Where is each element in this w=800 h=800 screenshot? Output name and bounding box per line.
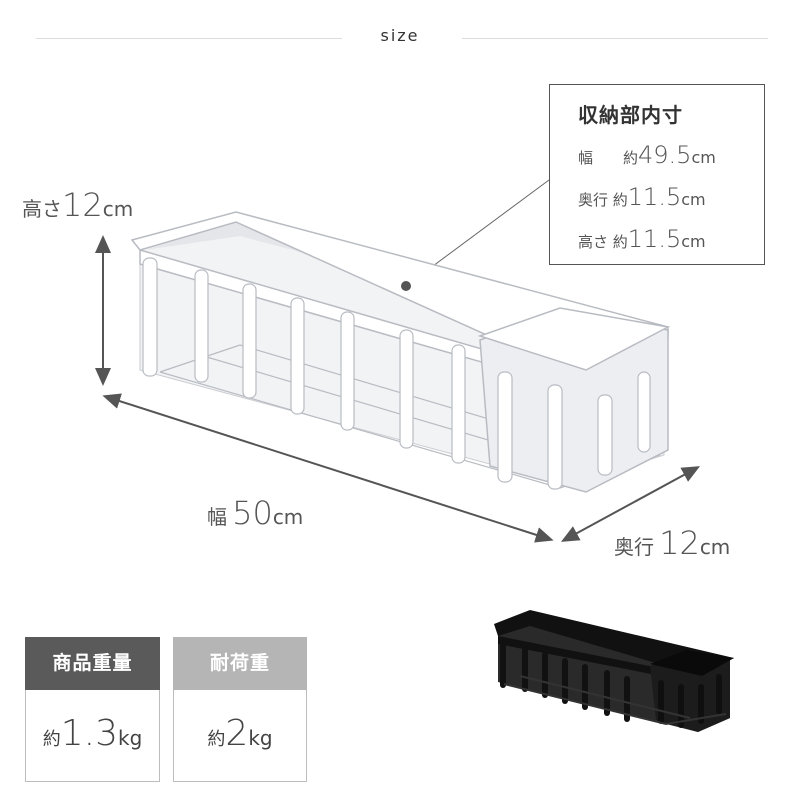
depth-label-jp: 奥行 — [614, 535, 654, 559]
inner-row-value: 11.5 — [627, 183, 682, 211]
load-capacity-card: 耐荷重 約2kg — [173, 637, 307, 782]
inner-row-label: 幅 約 — [578, 149, 639, 167]
load-capacity-value-box: 約2kg — [173, 690, 307, 782]
section-header: size — [0, 22, 800, 56]
height-value: 12 — [62, 186, 103, 224]
product-weight-prefix: 約 — [42, 729, 61, 750]
product-weight-heading: 商品重量 — [25, 637, 160, 690]
width-label: 幅 50cm — [207, 494, 303, 532]
depth-value: 12 — [659, 524, 700, 562]
height-label: 高さ12cm — [22, 186, 133, 224]
width-value: 50 — [232, 494, 273, 532]
product-illustration — [95, 179, 701, 543]
depth-unit: cm — [699, 535, 731, 559]
height-unit: cm — [102, 197, 134, 221]
product-weight-card: 商品重量 約1.3kg — [25, 637, 160, 782]
inner-row-unit: cm — [681, 232, 706, 251]
inner-dimensions-box: 収納部内寸 幅 約49.5cm 奥行 約11.5cm 高さ 約11.5cm — [549, 84, 765, 265]
callout-dot — [401, 281, 411, 291]
inner-row-label: 奥行 約 — [578, 191, 628, 209]
inner-row-label: 高さ 約 — [578, 233, 628, 251]
load-capacity-unit: kg — [248, 726, 273, 750]
depth-arrow — [560, 466, 701, 542]
front-wires — [142, 257, 466, 464]
inner-row-width: 幅 約49.5cm — [578, 141, 716, 169]
load-capacity-value: 2 — [225, 713, 249, 754]
inner-row-value: 49.5 — [638, 141, 692, 169]
section-title: size — [380, 26, 420, 45]
inner-row-depth: 奥行 約11.5cm — [578, 183, 706, 211]
inner-row-height: 高さ 約11.5cm — [578, 225, 706, 253]
inner-row-unit: cm — [691, 148, 716, 167]
inner-row-value: 11.5 — [627, 225, 682, 253]
height-label-jp: 高さ — [22, 197, 62, 221]
load-capacity-prefix: 約 — [207, 729, 226, 750]
load-capacity-heading: 耐荷重 — [173, 637, 307, 690]
width-unit: cm — [272, 505, 304, 529]
product-weight-value: 1.3 — [60, 713, 118, 754]
product-weight-unit: kg — [117, 726, 143, 750]
inner-dimensions-title: 収納部内寸 — [578, 103, 683, 127]
black-variant-image — [494, 610, 734, 732]
width-arrow — [102, 393, 554, 543]
depth-label: 奥行 12cm — [614, 524, 730, 562]
product-weight-value-box: 約1.3kg — [25, 690, 160, 782]
divider-left — [36, 38, 342, 39]
width-label-jp: 幅 — [207, 505, 227, 529]
divider-right — [462, 38, 768, 39]
inner-row-unit: cm — [681, 190, 706, 209]
